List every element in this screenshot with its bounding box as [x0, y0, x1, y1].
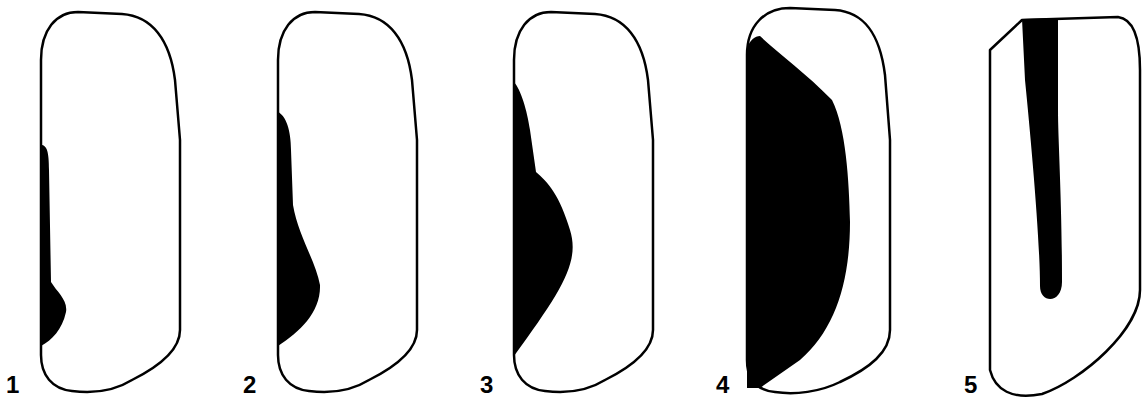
section-figure	[514, 12, 653, 392]
section-figure	[747, 8, 890, 393]
section-figure	[990, 17, 1140, 396]
figure-number: 3	[480, 373, 493, 397]
section-figure	[41, 12, 180, 392]
figure-number: 1	[6, 373, 19, 397]
figure-number: 4	[716, 373, 729, 397]
section-figure	[278, 12, 417, 392]
figure-number: 5	[964, 373, 977, 397]
figure-number: 2	[243, 373, 256, 397]
